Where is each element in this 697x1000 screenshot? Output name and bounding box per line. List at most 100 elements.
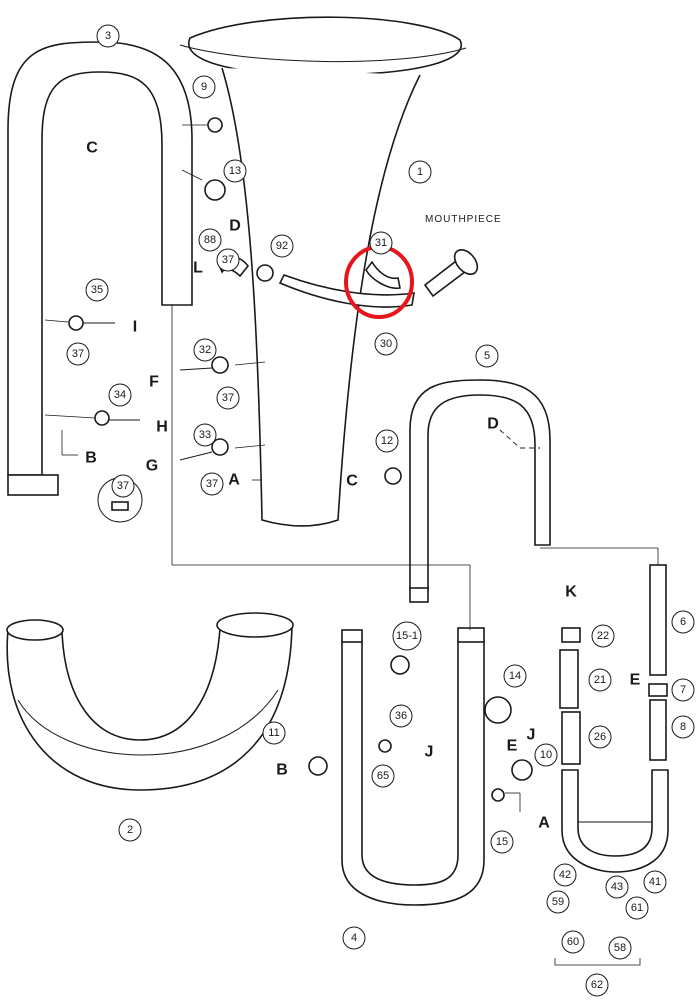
connection-letter-C: C <box>86 140 98 157</box>
callout-number: 37 <box>72 348 84 360</box>
callout-36: 36 <box>389 704 413 728</box>
callout-9: 9 <box>192 75 216 99</box>
callout-31: 31 <box>369 231 393 255</box>
callout-number: 10 <box>540 749 552 761</box>
callout-circle <box>585 973 609 997</box>
callout-13: 13 <box>223 159 247 183</box>
connection-letter-G: G <box>146 458 158 475</box>
callout-number: 88 <box>204 234 216 246</box>
mouthpiece-label: MOUTHPIECE <box>425 214 502 225</box>
callout-88: 88 <box>198 228 222 252</box>
callout-number: 65 <box>377 770 389 782</box>
callout-10: 10 <box>534 743 558 767</box>
callout-14: 14 <box>503 664 527 688</box>
callout-92: 92 <box>270 234 294 258</box>
callout-number: 33 <box>199 429 211 441</box>
callout-37: 37 <box>200 472 224 496</box>
callout-6: 6 <box>671 610 695 634</box>
callout-number: 92 <box>276 240 288 252</box>
callout-circle <box>193 338 217 362</box>
callout-number: 11 <box>268 727 279 739</box>
callout-number: 21 <box>594 674 606 686</box>
callout-22: 22 <box>591 624 615 648</box>
callout-number: 37 <box>222 254 234 266</box>
callout-circle <box>96 24 120 48</box>
callout-number: 13 <box>229 165 241 177</box>
callout-number: 6 <box>680 616 686 628</box>
callout-circle <box>475 344 499 368</box>
callout-number: 37 <box>206 478 218 490</box>
connection-letter-B: B <box>276 762 288 779</box>
callout-number: 2 <box>127 824 133 836</box>
callout-circle <box>371 764 395 788</box>
callout-2: 2 <box>118 818 142 842</box>
callout-circle <box>262 721 286 745</box>
callout-number: 35 <box>91 284 103 296</box>
callout-30: 30 <box>374 332 398 356</box>
callout-number: 60 <box>567 936 579 948</box>
callout-43: 43 <box>605 875 629 899</box>
callout-12: 12 <box>375 429 399 453</box>
callout-26: 26 <box>588 725 612 749</box>
connection-letter-D: D <box>229 218 241 235</box>
connection-letter-H: H <box>156 419 168 436</box>
callout-circle <box>270 234 294 258</box>
callout-number: 1 <box>417 166 423 178</box>
callout-circle <box>118 818 142 842</box>
callout-circle <box>198 228 222 252</box>
small-fittings <box>68 117 533 802</box>
callout-circle <box>490 830 514 854</box>
callout-number: 62 <box>591 979 603 991</box>
callout-circle <box>625 896 649 920</box>
connection-letter-J: J <box>425 744 434 761</box>
callout-7: 7 <box>671 678 695 702</box>
connection-letter-I: I <box>133 319 137 336</box>
callout-circle <box>369 231 393 255</box>
callout-circle <box>193 423 217 447</box>
left-u-tube-part <box>7 41 193 496</box>
connection-letter-C: C <box>346 473 358 490</box>
callout-number: 8 <box>680 721 686 733</box>
callout-circle <box>374 332 398 356</box>
callout-circle <box>608 936 632 960</box>
callout-32: 32 <box>193 338 217 362</box>
callout-37: 37 <box>216 386 240 410</box>
callout-number: 14 <box>509 670 521 682</box>
callout-34: 34 <box>108 383 132 407</box>
callout-circle <box>534 743 558 767</box>
callout-number: 42 <box>559 869 571 881</box>
connection-letter-A: A <box>538 815 550 832</box>
callout-number: 7 <box>680 684 686 696</box>
callout-circle <box>553 863 577 887</box>
callout-circle <box>375 429 399 453</box>
callout-21: 21 <box>588 668 612 692</box>
callout-15-1: 15-1 <box>392 621 422 651</box>
callout-circle <box>342 926 366 950</box>
callout-number: 32 <box>199 344 211 356</box>
connection-letter-F: F <box>149 374 159 391</box>
callout-circle <box>588 668 612 692</box>
callout-circle <box>200 472 224 496</box>
upper-right-u-tube-part <box>409 379 551 603</box>
callout-41: 41 <box>643 870 667 894</box>
connection-letter-B: B <box>85 450 97 467</box>
callout-circle <box>66 342 90 366</box>
callout-circle <box>408 160 432 184</box>
callout-circle <box>108 383 132 407</box>
lower-u-tube-part <box>341 627 485 906</box>
callout-37: 37 <box>111 474 135 498</box>
callout-circle <box>389 704 413 728</box>
lead-pipe-part <box>278 249 479 308</box>
callout-number: 9 <box>201 81 207 93</box>
callout-number: 59 <box>552 896 564 908</box>
callout-number: 15 <box>496 836 508 848</box>
callout-number: 5 <box>484 350 490 362</box>
callout-circle <box>223 159 247 183</box>
callout-number: 37 <box>222 392 234 404</box>
callout-circle <box>392 621 422 651</box>
callout-number: 37 <box>117 480 129 492</box>
callout-circle <box>192 75 216 99</box>
callout-circle <box>643 870 667 894</box>
